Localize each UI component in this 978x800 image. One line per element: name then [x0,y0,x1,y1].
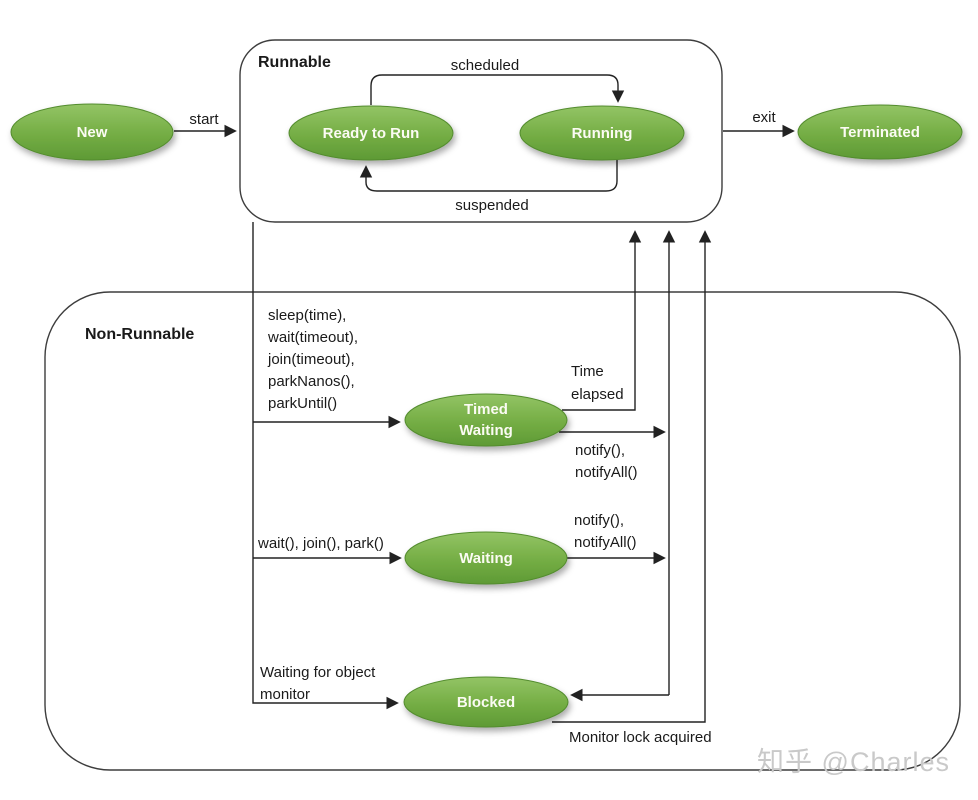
label-waiting-for-monitor-line-1: monitor [260,686,310,703]
runnable-group-label: Runnable [258,54,331,71]
state-timed-waiting-ellipse [404,393,568,447]
state-ready-to-run-ellipse [288,105,454,161]
label-waiting-for-monitor-line-0: Waiting for object [260,664,376,681]
state-running: Running [519,105,685,161]
label-timed-wait-calls-line-4: parkUntil() [268,395,337,412]
state-waiting-label: Waiting [459,550,513,567]
state-ready-to-run-label: Ready to Run [323,125,420,142]
label-notify-from-timed-line-1: notifyAll() [575,464,638,481]
state-blocked-label: Blocked [457,694,515,711]
label-wait-calls: wait(), join(), park() [257,535,384,552]
label-exit: exit [752,109,776,126]
state-timed-waiting-label-line2: Waiting [459,422,513,439]
label-notify-from-waiting-line-0: notify(), [574,512,624,529]
label-notify-from-timed: notify(), notifyAll() [575,442,638,481]
state-running-label: Running [572,125,633,142]
arrow-spine-to-blocked [252,222,399,710]
non-runnable-group-label: Non-Runnable [85,326,194,343]
state-new-label: New [77,124,108,141]
label-scheduled: scheduled [451,57,519,74]
label-start: start [189,111,219,128]
state-new-ellipse [10,103,174,161]
label-notify-from-waiting: notify(), notifyAll() [574,512,637,551]
state-waiting: Waiting [404,531,568,585]
state-terminated: Terminated [797,104,963,160]
label-notify-from-timed-line-0: notify(), [575,442,625,459]
watermark-text: 知乎 @Charles [757,747,950,777]
label-timed-wait-calls-line-3: parkNanos(), [268,373,355,390]
label-timed-wait-calls-line-1: wait(timeout), [267,329,358,346]
state-timed-waiting-label-line1: Timed [464,401,508,418]
label-timed-wait-calls: sleep(time), wait(timeout), join(timeout… [267,307,358,412]
arrow-scheduled [370,74,625,105]
state-waiting-ellipse [404,531,568,585]
arrow-suspended [359,160,618,192]
state-running-ellipse [519,105,685,161]
arrow-time-elapsed [562,230,642,411]
label-suspended: suspended [455,197,528,214]
label-timed-wait-calls-line-0: sleep(time), [268,307,346,324]
state-timed-waiting: Timed Waiting [404,393,568,447]
state-terminated-label: Terminated [840,124,920,141]
label-time-elapsed: Time elapsed [571,363,624,403]
state-terminated-ellipse [797,104,963,160]
non-runnable-group-box [44,291,961,771]
label-time-elapsed-line-1: elapsed [571,386,624,403]
label-timed-wait-calls-line-2: join(timeout), [267,351,355,368]
label-notify-from-waiting-line-1: notifyAll() [574,534,637,551]
label-monitor-lock-acquired: Monitor lock acquired [569,729,712,746]
state-blocked: Blocked [403,676,569,728]
state-blocked-ellipse [403,676,569,728]
state-ready-to-run: Ready to Run [288,105,454,161]
state-new: New [10,103,174,161]
label-time-elapsed-line-0: Time [571,363,604,380]
label-waiting-for-monitor: Waiting for object monitor [260,664,376,703]
arrow-monitor-lock-acquired [552,230,712,723]
runnable-group-box [239,39,723,223]
